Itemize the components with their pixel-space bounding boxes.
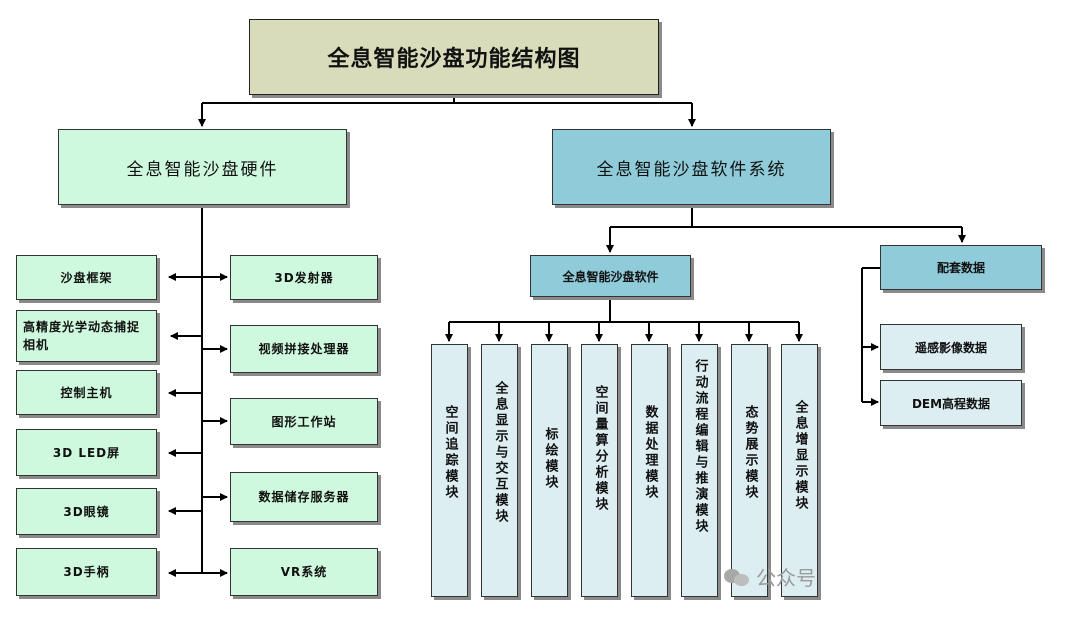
module-holographic-display-interaction: 全息显示与交互模块	[481, 344, 518, 597]
module-plotting: 标绘模块	[531, 344, 568, 597]
hw-node-vr-system: VR系统	[230, 548, 378, 596]
hw-node-3d-led-screen: 3D LED屏	[16, 429, 157, 476]
hw-node-3d-glasses: 3D眼镜	[16, 488, 157, 535]
module-label: 全息显示与交互模块	[492, 381, 508, 525]
module-label: 标绘模块	[542, 427, 558, 491]
diagram-title: 全息智能沙盘功能结构图	[249, 19, 659, 95]
module-label: 空间量算分析模块	[592, 385, 608, 513]
module-label: 态势展示模块	[742, 405, 758, 501]
module-label: 全息增显示模块	[792, 400, 808, 512]
hw-node-control-host: 控制主机	[16, 370, 157, 415]
software-root-node: 全息智能沙盘软件系统	[552, 129, 831, 205]
module-label: 数据处理模块	[642, 405, 658, 501]
wechat-icon	[724, 567, 750, 587]
config-data-node: 配套数据	[880, 245, 1042, 290]
module-data-processing: 数据处理模块	[631, 344, 668, 597]
hw-node-data-storage-server: 数据储存服务器	[230, 472, 378, 522]
module-action-flow-editing-deduction: 行动流程编辑与推演模块	[681, 344, 718, 597]
module-situation-display: 态势展示模块	[731, 344, 768, 597]
hw-node-graphics-workstation: 图形工作站	[230, 398, 378, 445]
config-node-remote-sensing-imagery: 遥感影像数据	[880, 324, 1022, 370]
module-label: 空间追踪模块	[442, 405, 458, 501]
hw-node-3d-handle: 3D手柄	[16, 548, 157, 596]
hw-node-3d-emitter: 3D发射器	[230, 255, 378, 300]
module-spatial-measurement-analysis: 空间量算分析模块	[581, 344, 618, 597]
hw-node-sandbox-frame: 沙盘框架	[16, 255, 157, 300]
hw-node-video-splicing-processor: 视频拼接处理器	[230, 325, 378, 373]
watermark-text: 公众号	[756, 566, 816, 590]
hardware-root-node: 全息智能沙盘硬件	[58, 129, 347, 205]
hw-node-motion-capture-camera: 高精度光学动态捕捉相机	[16, 310, 157, 362]
watermark: 公众号	[724, 562, 816, 591]
config-node-dem-elevation: DEM高程数据	[880, 380, 1022, 426]
module-spatial-tracking: 空间追踪模块	[431, 344, 468, 597]
software-module-group-node: 全息智能沙盘软件	[530, 255, 691, 297]
module-holographic-enhanced-display: 全息增显示模块	[781, 344, 818, 597]
module-label: 行动流程编辑与推演模块	[692, 359, 708, 535]
